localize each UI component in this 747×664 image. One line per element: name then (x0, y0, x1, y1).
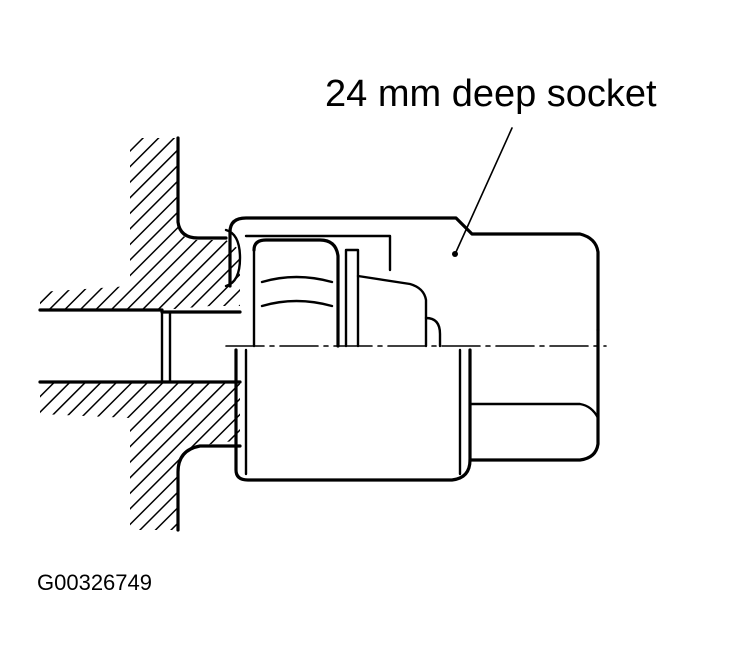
stud-shaft (160, 310, 172, 384)
hub-upper-hatch (40, 138, 240, 310)
hub-outline-lower (176, 444, 242, 532)
hub-section (38, 136, 242, 532)
lug-nut-hex (252, 238, 340, 348)
callout-label: 24 mm deep socket (325, 73, 657, 115)
lug-nut-seat (224, 228, 242, 288)
stud-tip (424, 316, 442, 348)
lug-nut-face-lines (260, 275, 334, 308)
callout-leader-dot (452, 251, 458, 257)
lug-nut-collar (344, 248, 360, 348)
socket-drive-section (468, 328, 600, 462)
wheel-stud-end (356, 274, 428, 348)
socket-drive-inner-line (468, 402, 600, 420)
hub-lower-hatch (40, 382, 240, 530)
callout-leader-line (455, 127, 513, 253)
hub-bore-upper-edge (38, 308, 242, 314)
socket-cutaway-rim (244, 348, 462, 476)
socket-inner-recess (244, 234, 392, 272)
lug-nut (224, 228, 442, 348)
socket-cutaway-body (234, 348, 472, 482)
figure-code: G00326749 (37, 570, 152, 595)
socket-outer-upper (228, 216, 600, 332)
deep-socket (228, 216, 600, 482)
hub-outline-upper (176, 136, 228, 240)
